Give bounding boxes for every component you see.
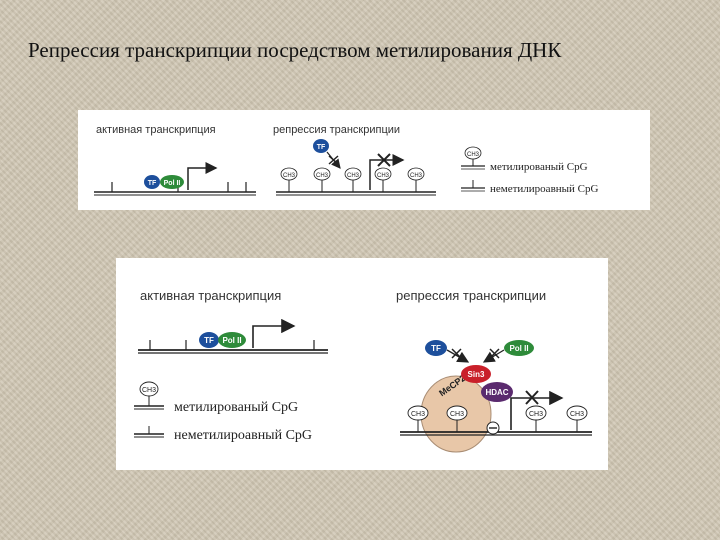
- bottom-active-pol: Pol II: [218, 332, 246, 348]
- bottom-active-dna: [138, 340, 328, 354]
- top-blocked-transcription-arrow: [369, 154, 405, 190]
- bottom-methyl-cpg-1: CH3: [407, 405, 429, 432]
- top-diagram-panel: активная транскрипция репрессия транскри…: [78, 110, 650, 210]
- svg-text:CH3: CH3: [411, 411, 425, 418]
- top-active-pol: Pol II: [160, 175, 184, 189]
- svg-text:TF: TF: [148, 180, 157, 187]
- top-blocked-binding-cross: [328, 155, 339, 165]
- top-methyl-cpg-5: CH3: [407, 167, 425, 192]
- top-repressed-tf: TF: [313, 139, 329, 153]
- svg-text:CH3: CH3: [347, 173, 360, 179]
- deacetylation-minus-icon: [486, 421, 500, 435]
- svg-text:CH3: CH3: [410, 173, 423, 179]
- bottom-tf-blocked-arrow: [446, 349, 470, 363]
- svg-text:CH3: CH3: [377, 173, 390, 179]
- top-active-tf: TF: [144, 175, 160, 189]
- bottom-blocked-transcription-cross: [525, 390, 539, 405]
- slide-title: Репрессия транскрипции посредством метил…: [28, 38, 562, 62]
- svg-text:TF: TF: [204, 336, 214, 345]
- bottom-methyl-cpg-3: CH3: [525, 405, 547, 432]
- bottom-diagram-panel: активная транскрипция репрессия транскри…: [116, 258, 608, 470]
- bottom-tf-blocked-cross: [451, 348, 462, 359]
- top-blocked-transcription-cross: [377, 153, 391, 167]
- top-legend-unmethylated-label: неметилироавный CpG: [490, 183, 599, 195]
- bottom-repressed-tf: TF: [425, 340, 447, 356]
- top-methyl-cpg-3: CH3: [344, 167, 362, 192]
- top-transcription-arrow: [187, 162, 218, 190]
- bottom-diagram-svg: активная транскрипция репрессия транскри…: [134, 288, 592, 453]
- svg-text:CH3: CH3: [570, 411, 584, 418]
- bottom-pol-blocked-cross: [489, 348, 500, 359]
- svg-text:Pol II: Pol II: [164, 180, 181, 187]
- top-repressed-dna: [276, 191, 436, 196]
- svg-text:CH3: CH3: [450, 411, 464, 418]
- bottom-legend-unmethylated-symbol: [134, 426, 164, 438]
- top-methyl-cpg-2: CH3: [313, 167, 331, 192]
- svg-text:CH3: CH3: [316, 173, 329, 179]
- bottom-legend-methylated-label: метилированый CpG: [174, 400, 298, 415]
- bottom-repression-label: репрессия транскрипции: [396, 288, 546, 303]
- top-active-dna: [94, 182, 256, 196]
- sin3-protein: Sin3: [461, 365, 491, 383]
- bottom-legend-unmethylated-label: неметилироавный CpG: [174, 428, 312, 443]
- top-diagram-svg: активная транскрипция репрессия транскри…: [94, 124, 599, 196]
- svg-text:HDAC: HDAC: [485, 388, 508, 397]
- svg-text:CH3: CH3: [283, 173, 296, 179]
- bottom-methyl-cpg-4: CH3: [566, 405, 588, 432]
- svg-text:Pol II: Pol II: [222, 336, 241, 345]
- bottom-active-label: активная транскрипция: [140, 288, 281, 303]
- top-legend-unmethylated-symbol: [461, 180, 485, 192]
- bottom-methyl-cpg-2: CH3: [446, 405, 468, 432]
- top-active-label: активная транскрипция: [96, 124, 216, 136]
- svg-text:Pol II: Pol II: [509, 344, 528, 353]
- bottom-transcription-arrow: [252, 318, 296, 348]
- top-legend-methylated-label: метилированый CpG: [490, 161, 588, 173]
- top-repression-label: репрессия транскрипции: [273, 124, 400, 136]
- top-legend-methylated-symbol: CH3: [461, 146, 485, 170]
- svg-text:CH3: CH3: [467, 152, 480, 158]
- top-methyl-cpg-4: CH3: [374, 167, 392, 192]
- svg-text:CH3: CH3: [529, 411, 543, 418]
- hdac-protein: HDAC: [481, 382, 513, 402]
- svg-text:CH3: CH3: [142, 387, 156, 394]
- svg-text:TF: TF: [431, 344, 441, 353]
- bottom-pol-blocked-arrow: [482, 349, 505, 363]
- svg-text:TF: TF: [317, 144, 326, 151]
- bottom-legend-methylated-symbol: CH3: [134, 381, 164, 410]
- top-methyl-cpg-1: CH3: [280, 167, 298, 192]
- bottom-repressed-pol: Pol II: [504, 340, 534, 356]
- bottom-active-tf: TF: [199, 332, 219, 348]
- bottom-blocked-transcription-arrow: [510, 390, 564, 430]
- svg-text:Sin3: Sin3: [468, 370, 485, 379]
